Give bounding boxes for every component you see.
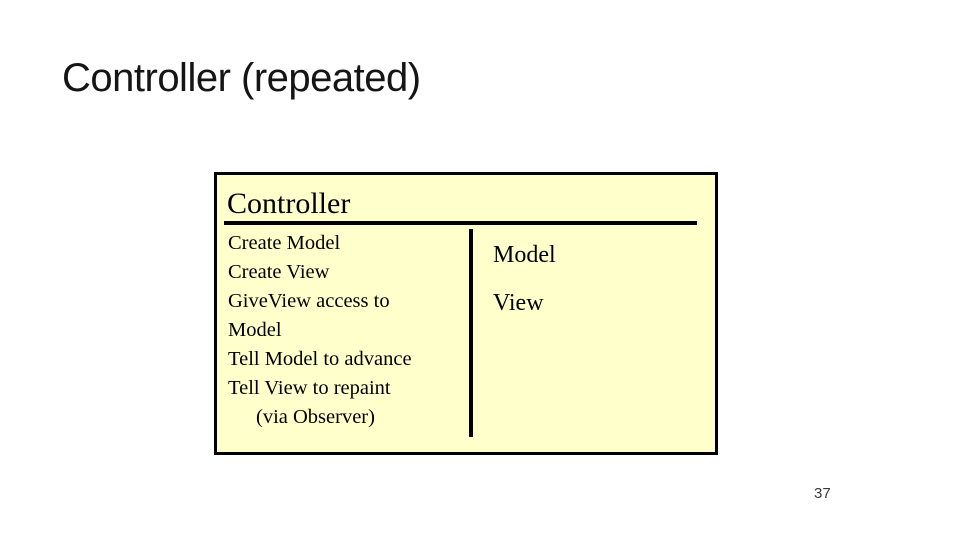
- responsibility-line: (via Observer): [256, 406, 375, 428]
- responsibility-line: Tell View to repaint: [228, 377, 391, 399]
- responsibility-line: Create View: [228, 261, 330, 283]
- collaborator-line: View: [493, 290, 544, 316]
- collaborators-column: Model View: [473, 229, 556, 437]
- responsibility-line: Tell Model to advance: [228, 348, 412, 370]
- responsibility-line: Model: [228, 319, 282, 341]
- column-divider: [469, 229, 473, 437]
- crc-box-title: Controller: [227, 187, 351, 220]
- responsibilities-column: Create Model Create View GiveView access…: [217, 229, 469, 437]
- collaborator-line: Model: [493, 242, 556, 268]
- page-number: 37: [814, 485, 831, 502]
- controller-crc-box: Controller Create Model Create View Give…: [214, 172, 718, 455]
- responsibility-line: GiveView access to: [228, 290, 390, 312]
- crc-columns: Create Model Create View GiveView access…: [217, 229, 715, 437]
- slide-title: Controller (repeated): [62, 56, 421, 100]
- responsibility-line: Create Model: [228, 232, 341, 254]
- heading-underline: [224, 221, 697, 225]
